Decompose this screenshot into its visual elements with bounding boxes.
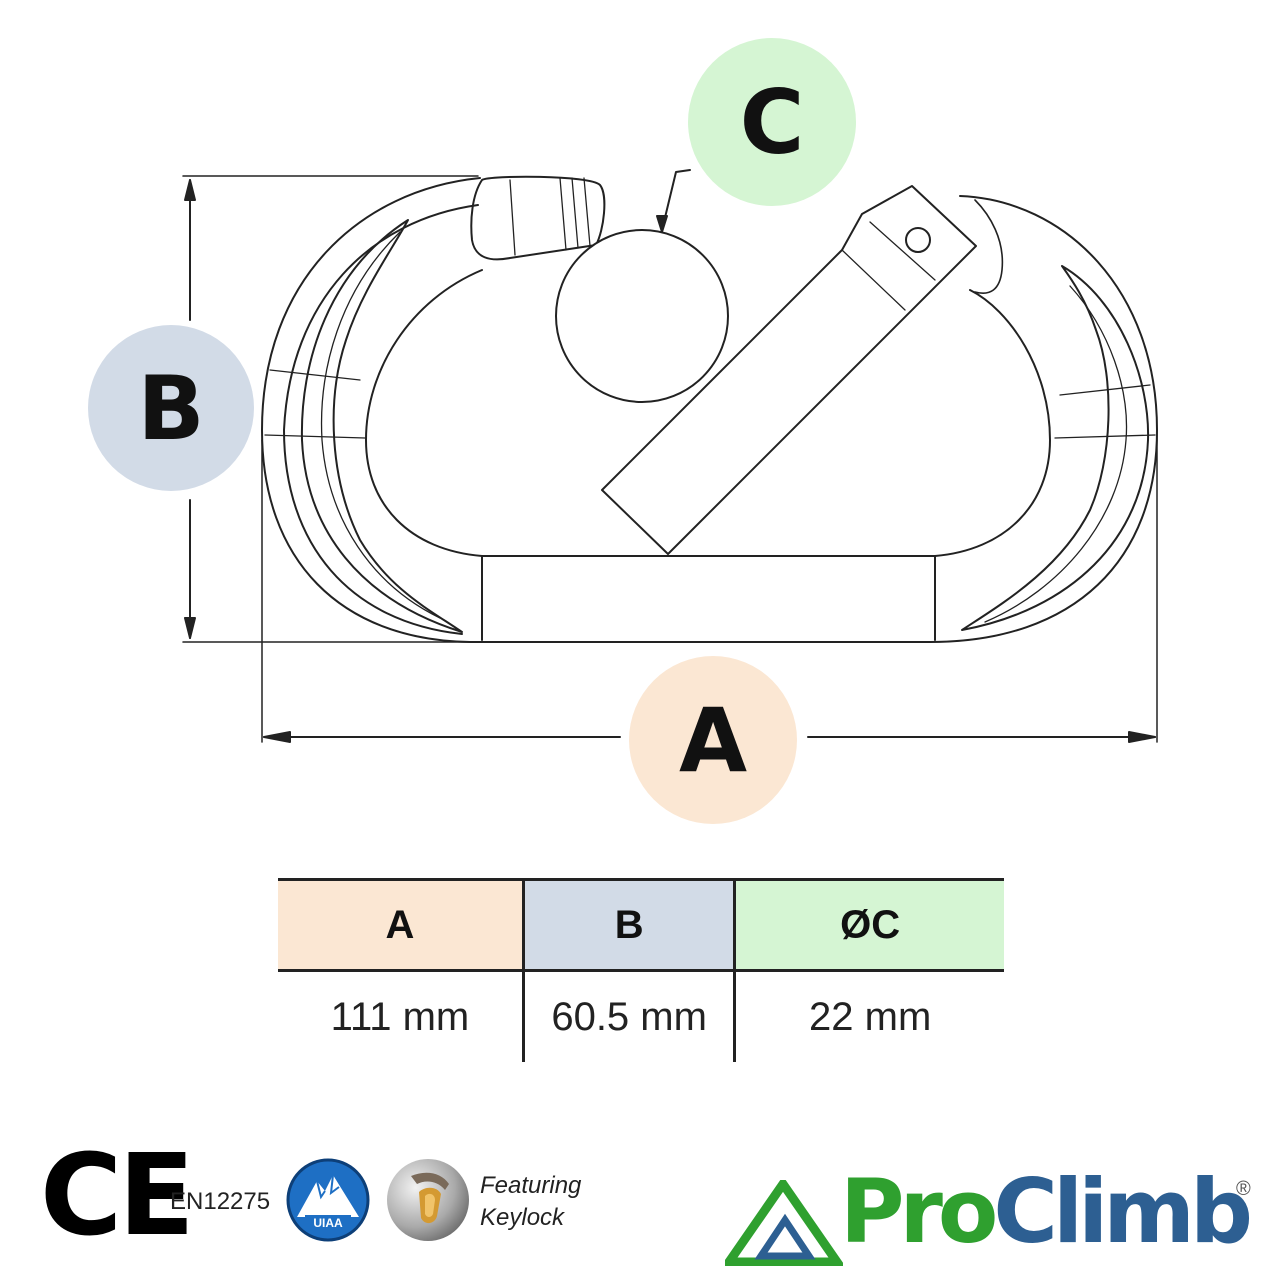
header-b: B bbox=[521, 878, 735, 972]
header-c: ØC bbox=[733, 878, 1004, 972]
dimension-c-bubble: C bbox=[688, 38, 856, 206]
featuring-line-1: Featuring bbox=[480, 1172, 582, 1199]
dimension-a-line bbox=[261, 429, 1158, 743]
value-a: 111 mm bbox=[330, 994, 470, 1039]
brand-name: ProClimb bbox=[840, 1168, 1253, 1256]
carabiner-inner-opening bbox=[365, 269, 666, 557]
registered-mark: ® bbox=[1236, 1178, 1251, 1200]
gate-pin bbox=[905, 227, 931, 253]
carabiner-outer-body bbox=[261, 177, 1158, 643]
ce-mark: CE bbox=[40, 1131, 195, 1261]
uiaa-logo: UIAA bbox=[286, 1158, 370, 1242]
table-header-row: A B ØC bbox=[278, 878, 1004, 972]
cylinder-c bbox=[555, 229, 729, 403]
right-hook-groove bbox=[961, 265, 1150, 631]
left-hook-groove bbox=[300, 219, 463, 633]
dimension-a-bubble: A bbox=[629, 656, 797, 824]
table-row: 111 mm 60.5 mm 22 mm bbox=[278, 970, 1004, 1062]
uiaa-text: UIAA bbox=[313, 1216, 343, 1230]
value-b: 60.5 mm bbox=[521, 970, 735, 1062]
value-c: 22 mm bbox=[733, 970, 1004, 1062]
nose-lock bbox=[470, 175, 606, 261]
proclimb-logo-mark bbox=[725, 1180, 843, 1266]
carabiner-spine bbox=[481, 555, 936, 641]
keylock-icon bbox=[387, 1159, 469, 1241]
brand-name-pro: Pro bbox=[840, 1160, 998, 1263]
dimension-c-leader bbox=[661, 169, 691, 231]
dimensions-table: A B ØC 111 mm 60.5 mm 22 mm bbox=[278, 878, 1004, 1062]
standard-label: EN12275 bbox=[170, 1188, 271, 1215]
dimension-b-bubble: B bbox=[88, 325, 254, 491]
featuring-line-2: Keylock bbox=[480, 1204, 565, 1231]
dimension-b-line bbox=[182, 175, 479, 643]
brand-name-climb: Climb bbox=[993, 1160, 1253, 1263]
carabiner-diagram bbox=[182, 169, 1158, 743]
gate bbox=[601, 185, 1004, 555]
header-a: A bbox=[278, 878, 524, 972]
